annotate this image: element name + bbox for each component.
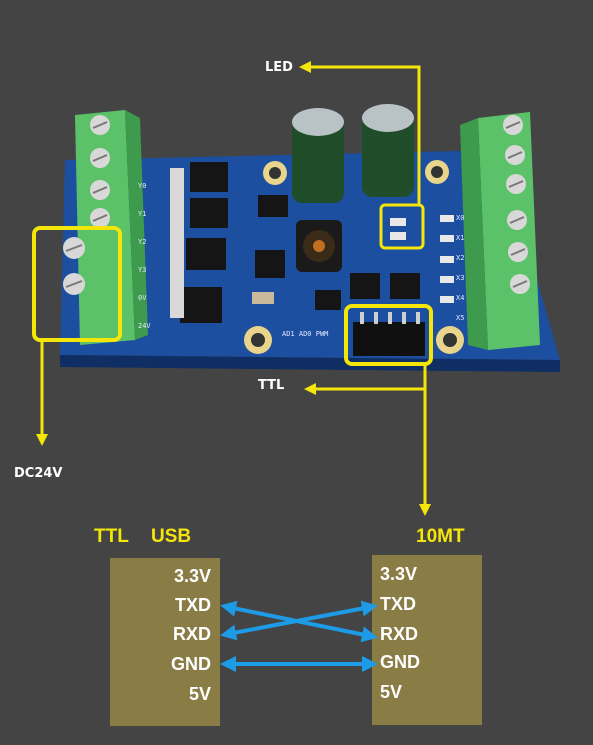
- ttl-highlight-box: [344, 304, 433, 366]
- led-component: [390, 232, 406, 240]
- silk-bottom: AD1 AD0 PWM: [282, 330, 329, 338]
- 10mt-header-label: 10MT: [416, 526, 465, 547]
- mosfet: [190, 198, 228, 228]
- usb-pin-3v3: 3.3V: [173, 566, 211, 586]
- ttl-board-label: TTL: [258, 378, 285, 393]
- crystal: [252, 292, 274, 304]
- led-callout-arrow: [299, 61, 421, 205]
- mosfet: [190, 162, 228, 192]
- usb-adapter-box: [110, 558, 220, 726]
- chip: [255, 250, 285, 278]
- silk-inputs: Y0 Y1 Y2 Y3 0V 24V: [138, 182, 151, 330]
- dc24v-highlight-box: [32, 226, 122, 342]
- dc24v-label: DC24V: [14, 466, 63, 481]
- chip: [350, 273, 380, 299]
- mosfet: [180, 287, 222, 323]
- module-pin-5v: 5V: [380, 682, 403, 702]
- usb-header-label: USB: [151, 526, 192, 547]
- rxd-to-txd-wire: [220, 600, 378, 641]
- ttl-header-label: TTL: [94, 526, 129, 547]
- capacitor: [362, 104, 414, 197]
- mosfet: [186, 238, 226, 270]
- usb-pin-5v: 5V: [188, 684, 211, 704]
- pcb-board: [60, 104, 560, 372]
- led-highlight-box: [379, 203, 425, 250]
- usb-pin-rxd: RXD: [172, 624, 211, 644]
- silk-outputs: X0 X1 X2 X3 X4 X5: [456, 214, 465, 322]
- chip: [258, 195, 288, 217]
- led-label: LED: [265, 60, 293, 75]
- module-pin-rxd: RXD: [380, 624, 419, 644]
- 10mt-module-box: [372, 555, 482, 725]
- usb-pin-gnd: GND: [171, 654, 211, 674]
- pin-header: [353, 322, 425, 356]
- capacitor: [292, 108, 344, 203]
- module-pin-3v3: 3.3V: [380, 564, 418, 584]
- chip: [315, 290, 341, 310]
- module-pin-txd: TXD: [380, 594, 416, 614]
- usb-pin-txd: TXD: [175, 595, 211, 615]
- module-pin-gnd: GND: [380, 652, 420, 672]
- chip: [390, 273, 420, 299]
- led-component: [390, 218, 406, 226]
- output-terminal-block: [460, 112, 540, 350]
